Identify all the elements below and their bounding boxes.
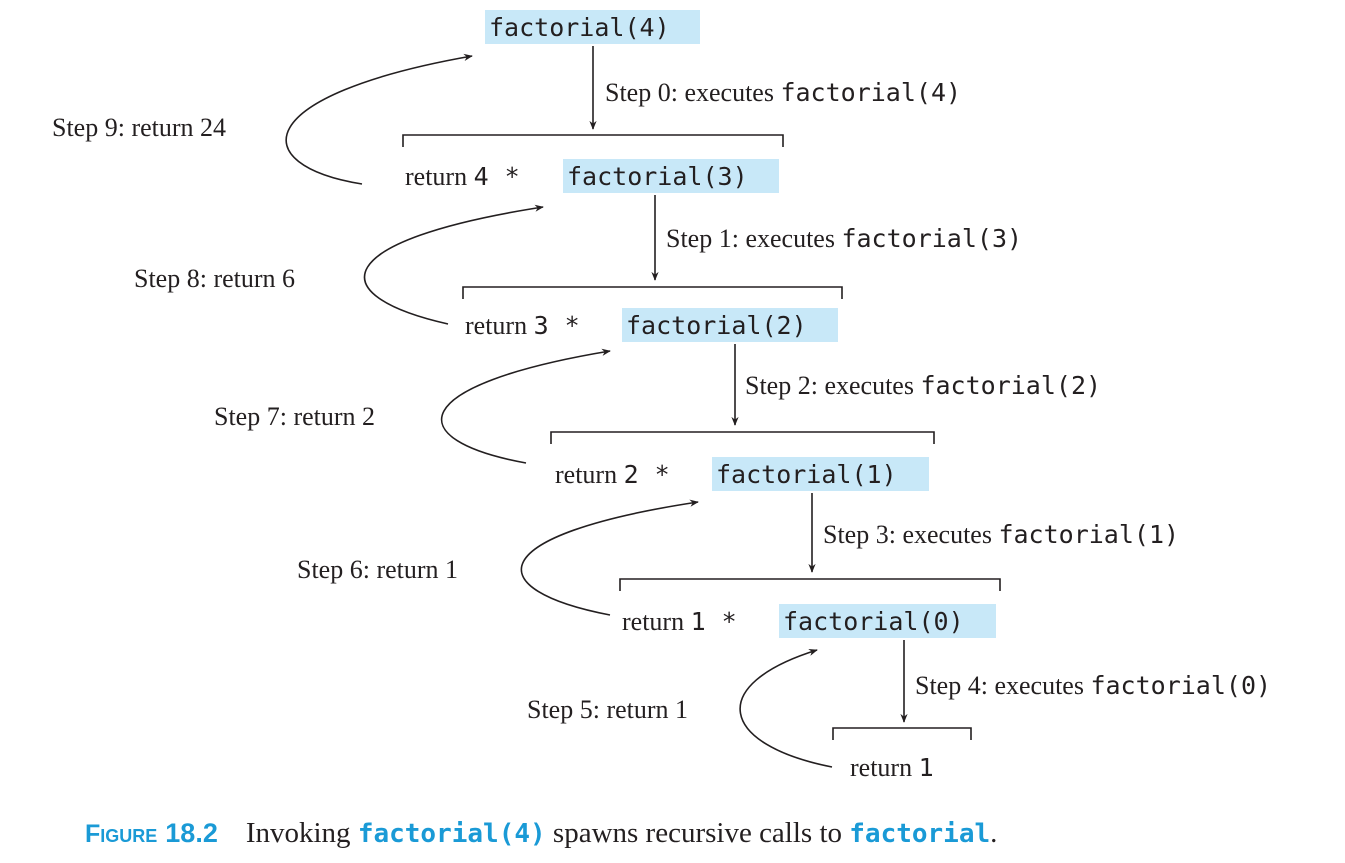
- recursive-call-0: factorial(3): [567, 162, 748, 191]
- call-highlight-3: [779, 604, 996, 638]
- frame-bracket-1: [462, 286, 843, 299]
- recursive-call-2: factorial(1): [716, 460, 897, 489]
- call-highlight-1: [622, 308, 838, 342]
- frame-bracket-base: [832, 727, 972, 740]
- return-expression-2: return 2*: [555, 460, 670, 489]
- call-highlight-2: [712, 457, 929, 491]
- step-2-label: Step 2: executes factorial(2): [745, 371, 1101, 400]
- return-arrow-3: [520, 499, 699, 616]
- top-call-text: factorial(4): [489, 13, 670, 42]
- recursive-call-3: factorial(0): [783, 607, 964, 636]
- return-expression-3: return 1*: [622, 607, 737, 636]
- recursion-level-4: Step 4: executes factorial(0) return 1 S…: [527, 640, 1271, 782]
- frame-bracket-3: [619, 578, 1001, 591]
- return-step-6-label: Step 6: return 1: [297, 555, 458, 584]
- caption-code-factorial: factorial: [849, 819, 990, 849]
- frame-bracket-2: [550, 431, 935, 444]
- return-step-5-label: Step 5: return 1: [527, 695, 688, 724]
- return-step-9-label: Step 9: return 24: [52, 113, 226, 142]
- recursive-call-1: factorial(2): [626, 311, 807, 340]
- recursion-level-1: Step 1: executes factorial(3) return 3* …: [134, 195, 1022, 342]
- return-expression-0: return 4*: [405, 162, 520, 191]
- return-arrow-0: [285, 53, 473, 185]
- step-0-label: Step 0: executes factorial(4): [605, 78, 961, 107]
- top-call: factorial(4): [485, 10, 700, 44]
- recursion-level-2: Step 2: executes factorial(2) return 2* …: [214, 344, 1101, 491]
- return-step-8-label: Step 8: return 6: [134, 264, 295, 293]
- step-3-label: Step 3: executes factorial(1): [823, 520, 1179, 549]
- caption-figure-number: 18.2: [165, 818, 218, 848]
- return-expression-1: return 3*: [465, 311, 580, 340]
- base-case-return: return 1: [850, 753, 934, 782]
- call-highlight-0: [563, 159, 779, 193]
- caption-code-factorial-4: factorial(4): [358, 819, 546, 849]
- step-4-label: Step 4: executes factorial(0): [915, 671, 1271, 700]
- top-call-highlight: [485, 10, 700, 44]
- return-arrow-4: [739, 648, 833, 768]
- return-arrow-1: [363, 204, 544, 325]
- return-step-7-label: Step 7: return 2: [214, 402, 375, 431]
- return-arrow-2: [440, 348, 611, 464]
- step-1-label: Step 1: executes factorial(3): [666, 224, 1022, 253]
- frame-bracket-0: [402, 134, 784, 147]
- recursion-level-3: Step 3: executes factorial(1) return 1* …: [297, 493, 1179, 638]
- caption-figure-word: Figure: [85, 820, 157, 848]
- recursion-level-0: Step 0: executes factorial(4) return 4* …: [52, 46, 961, 193]
